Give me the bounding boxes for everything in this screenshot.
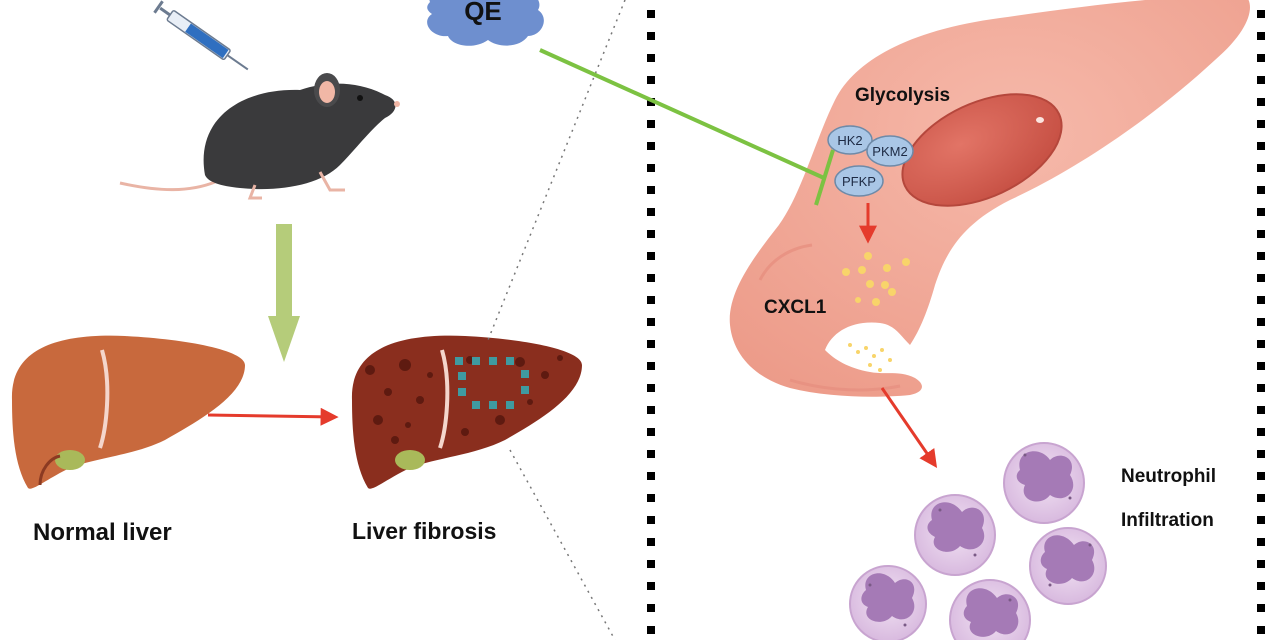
normal-liver [11, 335, 245, 489]
neutrophil-cell-5 [949, 579, 1031, 640]
enzyme-pkm2: PKM2 [866, 135, 914, 167]
enzyme-pfkp: PFKP [834, 165, 884, 197]
neutrophil-cell-2 [914, 494, 996, 576]
inhibition-line [539, 48, 835, 206]
nucleus [901, 93, 1063, 207]
down-arrow [268, 224, 300, 362]
fibrotic-liver [351, 335, 582, 489]
normal-liver-label: Normal liver [33, 519, 172, 546]
zoom-guide-upper [487, 0, 626, 341]
liver-fibrosis-label: Liver fibrosis [352, 518, 496, 544]
secreted-chemokine-dots [848, 343, 892, 372]
enzyme-label-pfkp: PFKP [842, 174, 876, 189]
neutrophil-cell-1 [1003, 442, 1085, 524]
neutrophil-label-line1: Neutrophil [1121, 466, 1216, 487]
enzyme-hk2: HK2 [827, 125, 873, 155]
enzyme-label-hk2: HK2 [837, 133, 862, 148]
neutrophil-label-line2: Infiltration [1121, 510, 1214, 531]
syringe-icon [153, 0, 249, 71]
fibrosis-dashed-square [455, 357, 529, 409]
qe-label: QE [464, 0, 502, 26]
cxcl1-dots [842, 252, 910, 306]
zoom-guide-lower [509, 449, 616, 640]
neutrophil-granules [868, 453, 1092, 627]
glycolysis-label: Glycolysis [855, 85, 950, 106]
qe-cloud [427, 0, 544, 46]
mouse-icon [119, 73, 400, 200]
red-arrow-to-neutrophils [880, 387, 938, 468]
cxcl1-label: CXCL1 [764, 297, 827, 318]
neutrophil-cell-3 [1029, 527, 1107, 605]
enzyme-label-pkm2: PKM2 [872, 144, 907, 159]
neutrophil-cell-4 [849, 565, 927, 640]
red-arrow-normal-to-fibrosis [207, 407, 339, 426]
